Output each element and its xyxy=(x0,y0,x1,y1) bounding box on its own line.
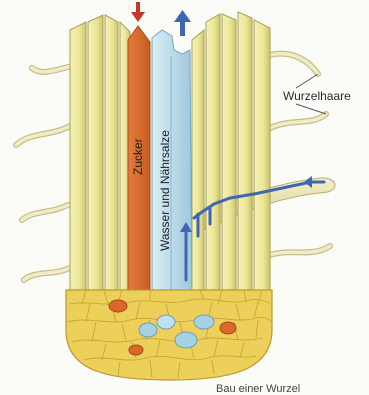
root-hairs-left xyxy=(16,66,72,280)
arrow-down-icon xyxy=(131,2,145,22)
cortex-right xyxy=(192,12,270,300)
root-hairs-right xyxy=(270,54,330,255)
water-nutrients-label: Wasser und Nährsalze xyxy=(158,130,172,251)
root-tip xyxy=(66,290,272,380)
cortex-left xyxy=(70,15,130,300)
root-hairs-label: Wurzelhaare xyxy=(283,89,351,103)
sugar-label: Zucker xyxy=(131,138,145,175)
arrow-up-icon xyxy=(174,10,191,36)
caption-label: Bau einer Wurzel xyxy=(216,383,300,395)
